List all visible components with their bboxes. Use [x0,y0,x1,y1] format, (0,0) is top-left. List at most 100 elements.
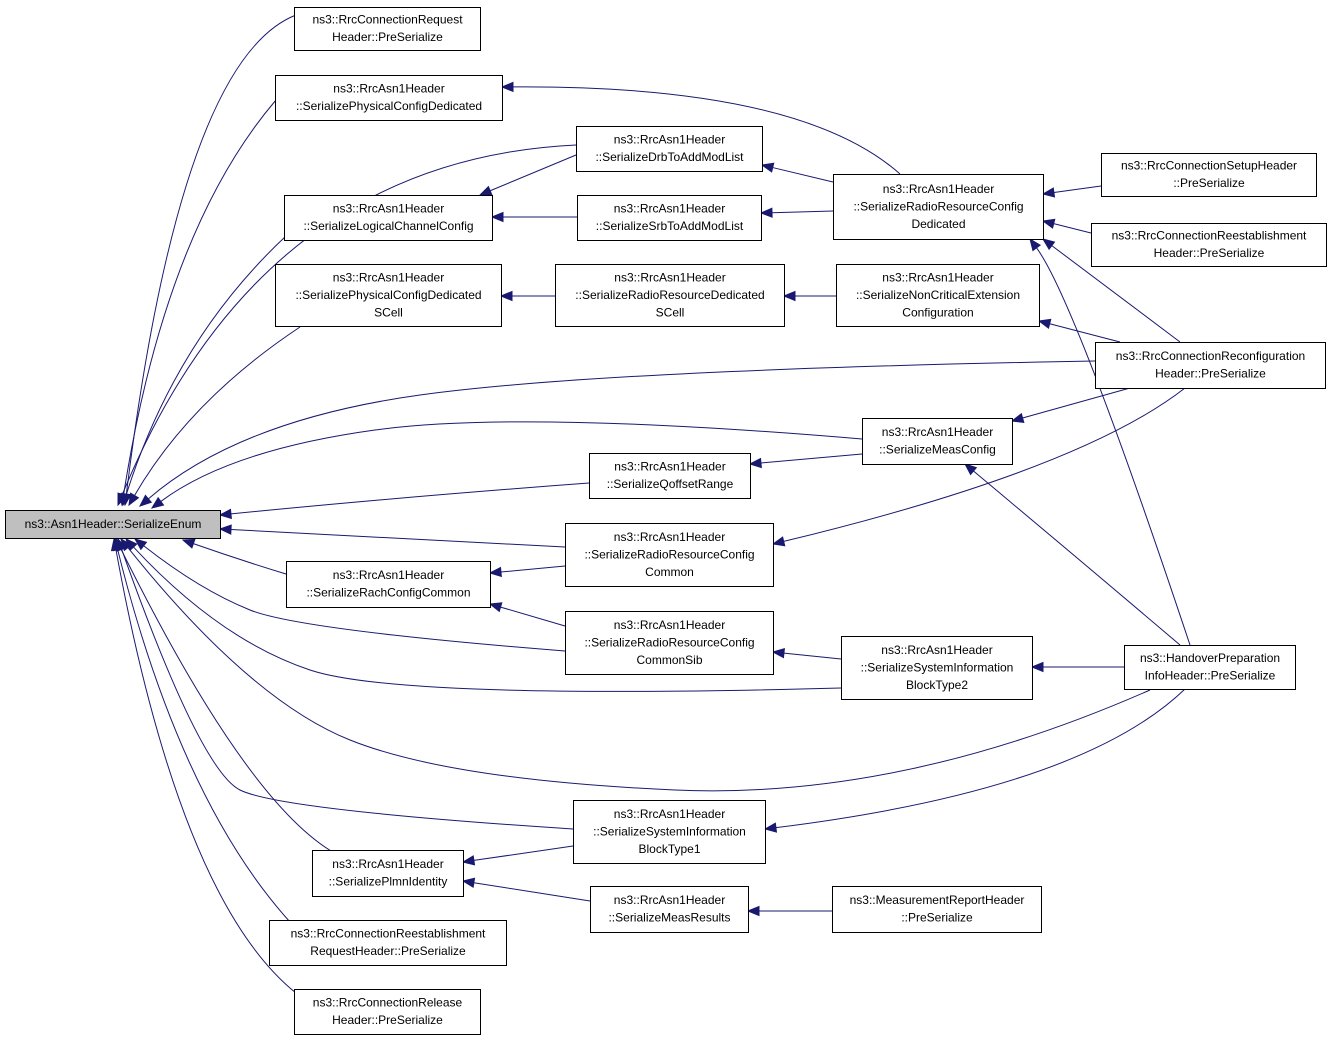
node-box[interactable] [836,264,1040,327]
node-box[interactable] [841,636,1033,700]
function-node[interactable]: ns3::RrcAsn1Header::SerializeSrbToAddMod… [577,195,762,241]
function-node[interactable]: ns3::RrcConnectionReestablishmentHeader:… [1091,223,1327,267]
node-label-line: BlockType2 [906,678,968,692]
function-node[interactable]: ns3::RrcAsn1Header::SerializeRadioResour… [565,611,774,675]
edge-line [783,387,1186,542]
node-label-line: ns3::RrcConnectionRelease [313,996,463,1010]
function-node[interactable]: ns3::RrcAsn1Header::SerializeRadioResour… [555,264,785,327]
function-node[interactable]: ns3::RrcAsn1Header::SerializePlmnIdentit… [312,850,464,897]
node-box[interactable] [833,174,1044,240]
edge-n16-to-root [181,538,287,575]
arrowhead [133,538,148,551]
node-label-line: ns3::RrcAsn1Header [614,893,725,907]
edge-line [473,882,591,902]
node-label-line: ns3::RrcAsn1Header [882,270,993,284]
node-box[interactable] [862,418,1013,465]
node-box[interactable] [589,453,751,499]
edge-n12-to-n6 [1041,238,1181,343]
node-label-line: Dedicated [911,217,965,231]
edge-n12-to-root [138,360,1096,507]
function-node[interactable]: ns3::RrcConnectionRequestHeader::PreSeri… [294,7,481,51]
node-label-line: ::SerializeDrbToAddModList [595,150,744,164]
node-box[interactable] [275,75,503,121]
edge-n9-to-root [128,326,301,507]
function-node[interactable]: ns3::RrcConnectionSetupHeader::PreSerial… [1101,153,1317,197]
function-node[interactable]: ns3::RrcAsn1Header::SerializeRadioResour… [565,523,774,587]
edge-line [125,14,297,495]
root-node[interactable]: ns3::Asn1Header::SerializeEnum [5,510,221,539]
function-node[interactable]: ns3::RrcConnectionReestablishmentRequest… [269,920,507,966]
node-label-line: ns3::RrcAsn1Header [333,270,444,284]
function-node[interactable]: ns3::RrcAsn1Header::SerializeQoffsetRang… [589,453,751,499]
node-label-line: ns3::RrcAsn1Header [883,182,994,196]
node-label-line: ::SerializePlmnIdentity [329,875,448,889]
edge-n1-to-root [121,14,297,507]
node-box[interactable] [312,850,464,897]
edge-line [133,546,842,692]
node-label-line: ::SerializeRadioResourceDedicated [575,288,764,302]
node-label-line: CommonSib [636,653,702,667]
node-label-line: ns3::RrcAsn1Header [881,643,992,657]
edge-n18-to-n17 [771,647,842,660]
node-box[interactable] [5,510,221,539]
node-box[interactable] [555,264,785,327]
node-label-line: SCell [656,305,685,319]
edge-line [143,545,566,652]
nodes-layer: ns3::Asn1Header::SerializeEnumns3::RrcCo… [5,7,1327,1035]
node-box[interactable] [832,886,1042,933]
node-box[interactable] [284,195,493,241]
edge-line [120,548,341,857]
node-label-line: Header::PreSerialize [332,1013,443,1027]
node-label-line: ns3::RrcAsn1Header [614,460,725,474]
edge-n12-to-n13 [1010,387,1131,423]
node-box[interactable] [1124,645,1296,690]
node-box[interactable] [294,989,481,1035]
function-node[interactable]: ns3::HandoverPreparationInfoHeader::PreS… [1124,645,1296,690]
node-label-line: ::SerializeMeasResults [608,911,730,925]
edge-n15-to-root [218,524,566,548]
node-box[interactable] [1101,153,1317,197]
edge-line [1049,323,1121,343]
node-box[interactable] [590,886,749,933]
edge-n12-to-n15 [771,387,1186,547]
function-node[interactable]: ns3::RrcAsn1Header::SerializeRachConfigC… [286,561,491,608]
arrowhead [746,905,760,917]
arrowhead [1010,412,1025,423]
function-node[interactable]: ns3::RrcAsn1Header::SerializeRadioResour… [833,174,1044,240]
function-node[interactable]: ns3::RrcAsn1Header::SerializePhysicalCon… [275,75,503,121]
node-label-line: Configuration [902,305,973,319]
node-box[interactable] [269,920,507,966]
edge-line [771,210,834,214]
edge-n6-to-n5 [759,207,834,218]
node-box[interactable] [565,611,774,675]
node-box[interactable] [286,561,491,608]
edge-n23-to-n22 [746,905,832,917]
node-label-line: ::SerializeRadioResourceConfig [584,547,754,561]
node-box[interactable] [275,264,502,327]
function-node[interactable]: ns3::RrcAsn1Header::SerializeLogicalChan… [284,195,493,241]
function-node[interactable]: ns3::RrcConnectionReleaseHeader::PreSeri… [294,989,481,1035]
node-label-line: ns3::Asn1Header::SerializeEnum [25,517,202,531]
function-node[interactable]: ns3::RrcAsn1Header::SerializeMeasConfig [862,418,1013,465]
node-box[interactable] [294,7,481,51]
node-box[interactable] [1091,223,1327,267]
node-box[interactable] [576,126,763,172]
function-node[interactable]: ns3::MeasurementReportHeader::PreSeriali… [832,886,1042,933]
edge-line [230,529,566,548]
function-node[interactable]: ns3::RrcAsn1Header::SerializeNonCritical… [836,264,1040,327]
function-node[interactable]: ns3::RrcAsn1Header::SerializePhysicalCon… [275,264,502,327]
arrowhead [763,822,778,833]
node-box[interactable] [573,800,766,864]
function-node[interactable]: ns3::RrcAsn1Header::SerializeSystemInfor… [841,636,1033,700]
node-label-line: Header::PreSerialize [332,30,443,44]
node-label-line: Header::PreSerialize [1155,367,1266,381]
function-node[interactable]: ns3::RrcAsn1Header::SerializeDrbToAddMod… [576,126,763,172]
node-box[interactable] [1095,342,1326,389]
node-label-line: ::PreSerialize [901,911,973,925]
node-box[interactable] [565,523,774,587]
function-node[interactable]: ns3::RrcAsn1Header::SerializeSystemInfor… [573,800,766,864]
function-node[interactable]: ns3::RrcConnectionReconfigurationHeader:… [1095,342,1326,389]
function-node[interactable]: ns3::RrcAsn1Header::SerializeMeasResults [590,886,749,933]
node-box[interactable] [577,195,762,241]
edge-line [512,86,901,175]
